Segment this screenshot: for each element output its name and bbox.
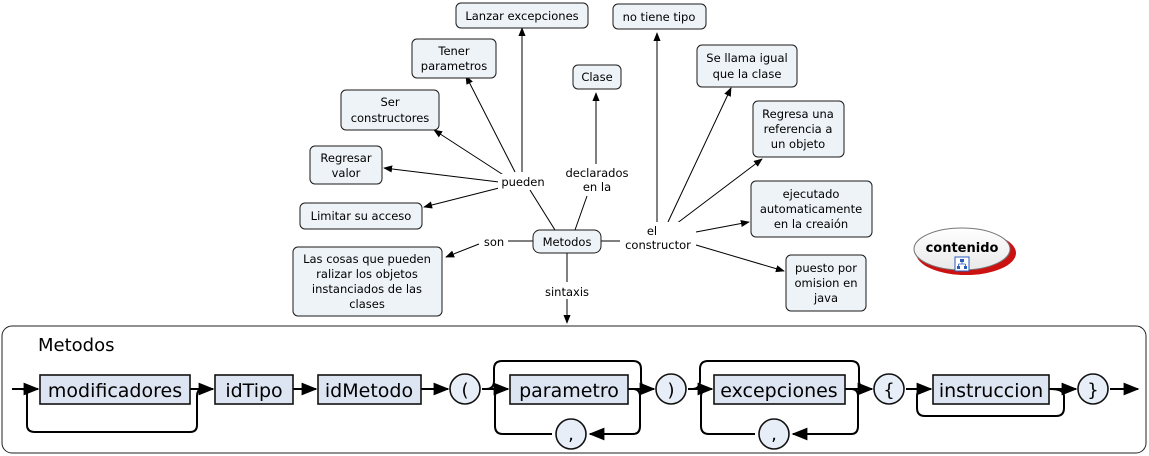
link-pueden: pueden [498,174,548,190]
node-label: que la clase [713,67,782,81]
syntax-comma-excepciones[interactable]: , [758,418,790,450]
syntax-rbrace[interactable]: } [1077,373,1109,405]
node-label: valor [332,166,361,180]
syntax-excepciones[interactable]: excepciones [713,374,846,405]
node-regresar-valor[interactable]: Regresar valor [309,145,383,185]
node-label: ralizar los objetos [316,267,418,281]
node-label: Se llama igual [706,51,787,65]
concept-map-icon [954,256,970,272]
node-label: puesto por [795,261,857,275]
node-label: Limitar su acceso [311,209,412,223]
node-label: en la creaión [774,217,848,231]
syntax-comma-parametro[interactable]: , [555,418,587,450]
symbol-label: ( [461,380,468,401]
symbol-label: } [1087,380,1098,401]
node-label: Regresar [320,151,371,165]
node-ejecutado[interactable]: ejecutado automaticamente en la creaión [750,180,873,238]
link-label: declarados [565,166,628,180]
node-se-llama-igual[interactable]: Se llama igual que la clase [696,44,798,88]
link-el-constructor: el constructor [621,222,696,252]
node-label: instanciados de las [312,282,422,296]
node-label: un objeto [771,137,825,151]
concept-edges [383,27,785,324]
syntax-instruccion[interactable]: instruccion [932,374,1050,405]
syntax-title: Metodos [38,335,115,356]
contenido-label: contenido [926,241,999,256]
syntax-parametro[interactable]: parametro [509,374,629,405]
node-label: java [813,291,838,305]
node-regresa-referencia[interactable]: Regresa una referencia a un objeto [752,100,845,158]
syntax-idtipo[interactable]: idTipo [214,374,294,405]
node-label: referencia a [764,122,833,136]
link-label: son [484,235,504,249]
node-puesto-por-omision[interactable]: puesto por omision en java [785,254,867,312]
link-label: constructor [625,238,691,252]
syntax-box-label: idTipo [225,380,282,402]
syntax-box-label: idMetodo [325,380,413,402]
symbol-label: , [568,424,574,445]
node-label: parametros [421,59,487,73]
link-label: sintaxis [545,285,589,299]
symbol-label: { [883,380,894,401]
contenido-button[interactable]: contenido [913,227,1016,275]
node-label: no tiene tipo [623,10,696,24]
node-label: automaticamente [760,202,862,216]
node-las-cosas[interactable]: Las cosas que pueden ralizar los objetos… [292,246,443,317]
syntax-box-label: parametro [519,380,619,402]
node-label: Ser [380,95,399,109]
syntax-panel: Metodos [1,325,1147,454]
syntax-modificadores[interactable]: modificadores [39,374,191,405]
link-declarados-en-la: declarados en la [563,165,631,195]
symbol-label: , [771,424,777,445]
node-label: clases [349,297,385,311]
syntax-box-label: excepciones [720,380,837,402]
node-label: ejecutado [783,187,840,201]
link-label: en la [583,180,611,194]
node-clase[interactable]: Clase [572,64,622,90]
node-lanzar-excepciones[interactable]: Lanzar excepciones [455,2,589,29]
link-sintaxis: sintaxis [541,284,593,299]
node-label: omision en [795,276,858,290]
node-label: Tener [437,44,470,58]
node-label: constructores [351,111,430,125]
node-label: Lanzar excepciones [465,9,578,23]
link-label: el [647,224,657,238]
syntax-lparen[interactable]: ( [449,373,481,405]
node-limitar-acceso[interactable]: Limitar su acceso [299,202,423,230]
node-ser-constructores[interactable]: Ser constructores [340,89,440,131]
node-label: Regresa una [762,107,834,121]
node-metodos[interactable]: Metodos [532,229,602,254]
syntax-lbrace[interactable]: { [873,373,905,405]
link-son: son [480,234,508,249]
syntax-rparen[interactable]: ) [655,373,687,405]
node-label: Metodos [543,235,592,249]
syntax-box-label: instruccion [939,380,1043,402]
symbol-label: ) [667,380,674,401]
node-tener-parametros[interactable]: Tener parametros [411,38,497,79]
syntax-idmetodo[interactable]: idMetodo [317,374,422,405]
node-label: Las cosas que pueden [303,252,431,266]
link-label: pueden [501,175,544,189]
syntax-box-label: modificadores [48,380,182,402]
node-no-tiene-tipo[interactable]: no tiene tipo [612,3,707,30]
syntax-rails [12,360,1140,441]
node-label: Clase [581,70,612,84]
